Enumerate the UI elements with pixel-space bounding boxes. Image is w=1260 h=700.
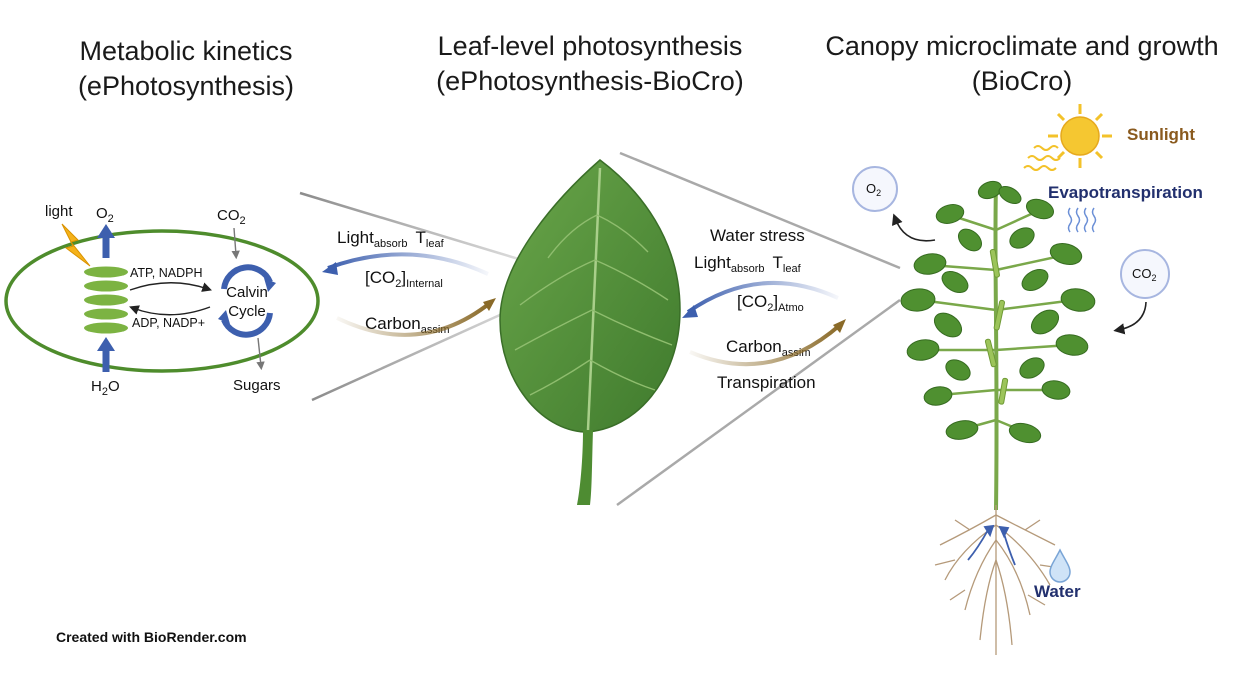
arrow-canopy-to-leaf: [686, 281, 839, 314]
soybean-plant-illustration: [900, 180, 1096, 511]
arrow-chloroplast-to-leaf: [336, 301, 492, 337]
title-canopy-microclimate: Canopy microclimate and growth: [825, 31, 1218, 61]
credit-biorender: Created with BioRender.com: [56, 629, 247, 645]
title-ephotosynthesis: (ePhotosynthesis): [78, 71, 294, 101]
arrow-leaf-to-chloroplast: [327, 252, 489, 276]
label-o2: O: [96, 205, 108, 222]
svg-text:H2O: H2O: [91, 378, 120, 398]
arrow-leaf-to-canopy: [689, 323, 842, 367]
svg-text:[CO2]Atmo: [CO2]Atmo: [737, 292, 804, 314]
label-calvin: Calvin: [226, 284, 268, 301]
calvin-cycle-icon: [218, 264, 276, 338]
label-tleaf-left: T: [416, 228, 426, 247]
label-h2o: H: [91, 378, 102, 395]
leaf-illustration: [499, 159, 681, 505]
co2-in-arrow: [231, 227, 240, 260]
label-canopy-co2: CO: [1132, 266, 1152, 281]
roots-illustration: [934, 505, 1061, 655]
label-co2-internal: [CO: [365, 268, 395, 287]
svg-text:Carbonassim: Carbonassim: [726, 337, 811, 359]
label-light: light: [45, 203, 73, 220]
label-water-stress: Water stress: [710, 226, 805, 245]
water-drop-icon: [1049, 548, 1071, 583]
title-metabolic-kinetics: Metabolic kinetics: [79, 36, 292, 66]
label-cycle: Cycle: [228, 303, 266, 320]
co2-bubble-icon: [1120, 249, 1170, 299]
label-adp-nadp: ADP, NADP+: [132, 316, 205, 330]
label-carbon-assim-left: Carbon: [365, 314, 421, 333]
title-ephotosynthesis-biocro: (ePhotosynthesis-BioCro): [436, 66, 744, 96]
lightning-icon: [61, 223, 91, 267]
sun-icon: [1023, 104, 1112, 171]
water-uptake-arrows: [967, 524, 1016, 566]
thylakoid-stack: [84, 266, 128, 334]
title-leaf-level-photosynthesis: Leaf-level photosynthesis: [438, 31, 743, 61]
label-canopy-o2: O: [866, 181, 876, 196]
evaporation-icon: [1067, 207, 1097, 233]
chloroplast-membrane: [4, 229, 320, 373]
chloroplast: light O2 H2O ATP, NADPH ADP, NADP+ Calvi…: [4, 203, 320, 398]
label-sunlight: Sunlight: [1127, 125, 1195, 144]
label-transpiration: Transpiration: [717, 373, 816, 392]
label-co2-in: CO: [217, 207, 240, 224]
svg-text:O2: O2: [866, 181, 881, 198]
label-co2-atmo: [CO: [737, 292, 767, 311]
sugars-arrow: [256, 337, 265, 371]
co2-in-canopy-arrow: [1113, 301, 1147, 335]
label-carbon-assim-right: Carbon: [726, 337, 782, 356]
label-water: Water: [1034, 582, 1081, 601]
label-tleaf-right: T: [773, 253, 783, 272]
label-light-absorb-left: Light: [337, 228, 374, 247]
o2-bubble-icon: [852, 166, 898, 212]
svg-text:CO2: CO2: [1132, 266, 1157, 283]
label-sugars: Sugars: [233, 377, 281, 394]
o2-out-arrow: [891, 213, 936, 242]
title-biocro: (BioCro): [972, 66, 1073, 96]
svg-text:[CO2]Internal: [CO2]Internal: [365, 268, 443, 290]
label-atp-nadph: ATP, NADPH: [130, 266, 202, 280]
svg-text:CO2: CO2: [217, 207, 246, 227]
atp-arrow: [129, 282, 212, 292]
adp-arrow: [129, 305, 211, 316]
label-light-absorb-right: Light: [694, 253, 731, 272]
label-evapotranspiration: Evapotranspiration: [1048, 183, 1203, 202]
svg-text:O2: O2: [96, 205, 114, 225]
